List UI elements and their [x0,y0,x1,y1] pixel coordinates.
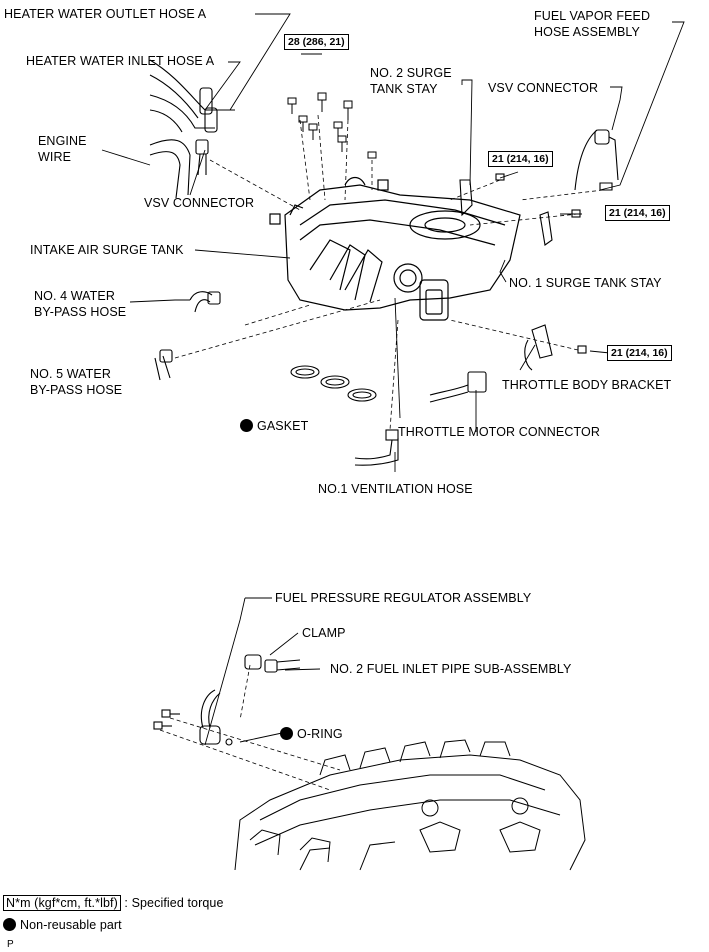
ventilation-hose [354,429,399,466]
bolts-top [287,92,377,159]
o-ring-text: O-RING [297,727,343,741]
non-reusable-marker [280,727,293,740]
throttle-motor-connector-label: THROTTLE MOTOR CONNECTOR [398,425,600,439]
throttle-body-bracket-label: THROTTLE BODY BRACKET [502,378,672,392]
legend-torque-unit: N*m (kgf*cm, ft.*lbf) [3,895,121,911]
torque-spec-21-bracket: 21 (214, 16) [607,345,672,361]
fuel-vapor-hose [574,129,598,191]
clamp-and-fuel-pipe [244,654,301,673]
torque-spec-21-no1-stay: 21 (214, 16) [605,205,670,221]
heater-water-inlet-hose-label: HEATER WATER INLET HOSE A [26,54,215,68]
gasket-text: GASKET [257,419,309,433]
non-reusable-marker [240,419,253,432]
no2-surge-tank-stay-label-line2: TANK STAY [370,82,438,96]
no4-water-bypass-hose-label-line2: BY-PASS HOSE [34,305,127,319]
no1-ventilation-hose-label: NO.1 VENTILATION HOSE [318,482,473,496]
figure-code: P [7,939,14,950]
vsv-connector-right-label: VSV CONNECTOR [488,81,599,95]
fuel-pressure-regulator [153,689,233,746]
vsv-connector-right [594,129,619,191]
vsv-connector-left-label: VSV CONNECTOR [144,196,255,210]
torque-spec-21-no2-stay: 21 (214, 16) [488,151,553,167]
no4-water-bypass-hose-label-line1: NO. 4 WATER [34,289,115,303]
heater-water-outlet-hose-label: HEATER WATER OUTLET HOSE A [4,7,207,21]
torque-spec-28: 28 (286, 21) [284,34,349,50]
legend-nonreusable: Non-reusable part [3,918,122,933]
leader-lines [101,13,685,746]
dashed-alignment-lines [159,114,604,791]
legend-torque: N*m (kgf*cm, ft.*lbf) : Specified torque [3,895,224,911]
fuel-pressure-regulator-label: FUEL PRESSURE REGULATOR ASSEMBLY [275,591,532,605]
clamp-label: CLAMP [302,626,346,640]
no2-fuel-inlet-pipe-label: NO. 2 FUEL INLET PIPE SUB-ASSEMBLY [330,662,572,676]
water-bypass-hoses [154,291,221,381]
fuel-vapor-feed-hose-label-line2: HOSE ASSEMBLY [534,25,640,39]
fuel-vapor-feed-hose-label-line1: FUEL VAPOR FEED [534,9,651,23]
no2-surge-tank-stay-label-line1: NO. 2 SURGE [370,66,452,80]
no5-water-bypass-hose-label-line2: BY-PASS HOSE [30,383,123,397]
surge-tank-stays [459,173,587,371]
gaskets [290,365,377,402]
gasket-label: GASKET [240,419,308,434]
engine-wire-label-line1: ENGINE [38,134,87,148]
no5-water-bypass-hose-label-line1: NO. 5 WATER [30,367,111,381]
engine-wire-label-line2: WIRE [38,150,72,164]
throttle-motor-connector [429,371,487,403]
engine-block [234,739,586,871]
legend-dot-icon [3,918,16,931]
surge-tank-body [269,176,521,321]
legend-torque-desc: : Specified torque [124,896,224,910]
intake-air-surge-tank-label: INTAKE AIR SURGE TANK [30,243,184,257]
heater-hoses [149,59,235,199]
legend-nonreusable-text: Non-reusable part [20,918,122,932]
o-ring-label: O-RING [280,727,343,742]
no1-surge-tank-stay-label: NO. 1 SURGE TANK STAY [509,276,662,290]
